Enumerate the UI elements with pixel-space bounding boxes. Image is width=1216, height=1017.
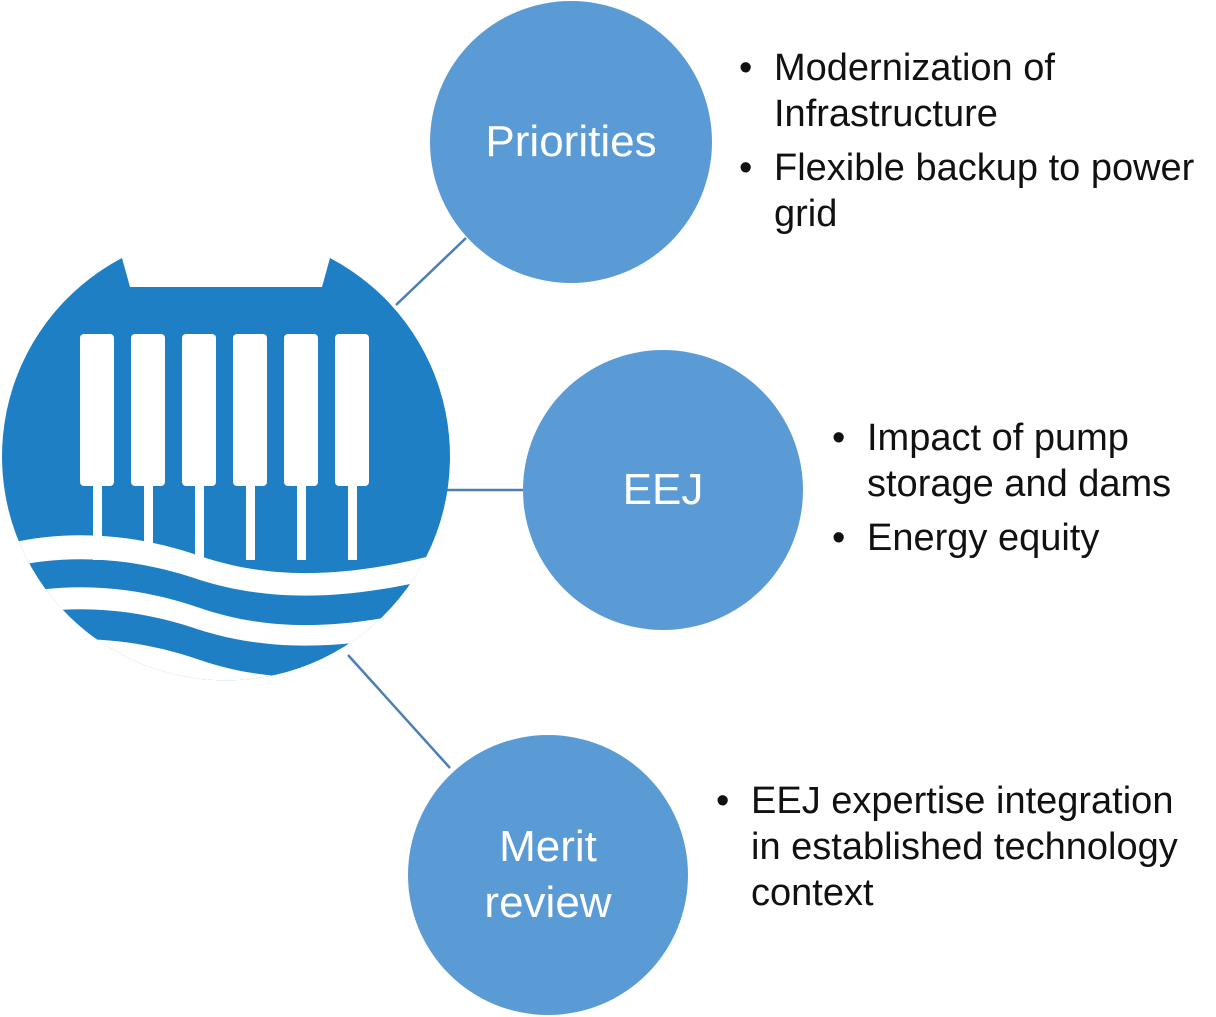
circle-merit-review-label: Merit review: [484, 819, 611, 931]
circle-eej-label: EEJ: [623, 462, 704, 518]
bullet-item: Impact of pump storage and dams: [832, 415, 1216, 507]
merit-review-bullet-list: EEJ expertise integration in established…: [716, 778, 1186, 924]
circle-eej-label-line: EEJ: [622, 465, 704, 514]
bullet-item: EEJ expertise integration in established…: [716, 778, 1186, 916]
circle-merit-review-label-line-1: Merit: [499, 822, 597, 871]
eej-bullet-list: Impact of pump storage and dams Energy e…: [832, 415, 1216, 569]
connector-priorities: [395, 237, 467, 306]
bullet-item: Flexible backup to power grid: [739, 145, 1199, 237]
circle-eej: EEJ: [523, 350, 803, 630]
hydro-dam-icon: [1, 258, 450, 681]
circle-priorities: Priorities: [430, 1, 712, 283]
priorities-bullet-list: Modernization of Infrastructure Flexible…: [739, 45, 1199, 245]
connector-merit: [347, 654, 451, 769]
bullet-item: Energy equity: [832, 515, 1216, 561]
bullet-item: Modernization of Infrastructure: [739, 45, 1199, 137]
circle-priorities-label-line: Priorities: [485, 117, 657, 166]
circle-priorities-label: Priorities: [485, 114, 656, 170]
circle-merit-review: Merit review: [408, 735, 688, 1015]
circle-merit-review-label-line-2: review: [484, 878, 612, 927]
